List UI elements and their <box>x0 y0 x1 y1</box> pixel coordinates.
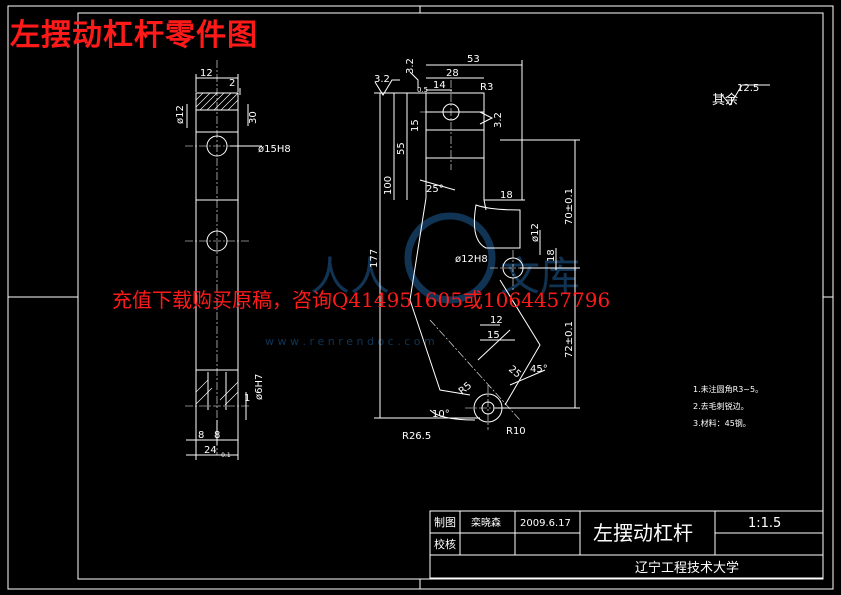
note-2: 2.去毛刺锐边。 <box>693 401 749 411</box>
dim-r05: 0.5 <box>417 86 428 94</box>
dim-r10: R10 <box>506 426 526 437</box>
dim-53: 53 <box>467 54 480 65</box>
note-3: 3.材料：45钢。 <box>693 418 751 428</box>
dim-w12: 12 <box>200 68 213 79</box>
dim-12: 12 <box>490 315 503 326</box>
svg-text:人人: 人人 <box>310 254 390 300</box>
title-block <box>429 510 824 579</box>
dim-d6h7: ø6H7 <box>254 374 265 400</box>
tb-drawn-label: 制图 <box>434 516 456 529</box>
dim-w24: 24 <box>204 445 217 456</box>
promo-banner[interactable]: 充值下载购买原稿，咨询Q414951605或1064457796 <box>112 288 611 312</box>
roughness-label: 其余 <box>712 92 738 108</box>
dim-100: 100 <box>383 176 394 195</box>
dim-177: 177 <box>369 249 380 268</box>
watermark-logo: 人人 文库 w w w . r e n r e n d o c . c o m <box>265 212 580 348</box>
front-view <box>374 60 580 423</box>
tb-drawn-name: 栾晓森 <box>471 516 501 529</box>
watermark-url: w w w . r e n r e n d o c . c o m <box>265 335 435 348</box>
dim-r5: R5 <box>457 380 474 397</box>
dim-18: 18 <box>500 190 513 201</box>
dim-70: 70±0.1 <box>564 188 575 225</box>
dim-w1: 1 <box>244 393 250 404</box>
dim-15: 15 <box>410 119 421 132</box>
side-view <box>186 74 262 460</box>
dim-angle-10: 10° <box>432 409 450 420</box>
dim-15b: 15 <box>487 330 500 341</box>
dim-w2: 2 <box>229 78 235 89</box>
tb-school: 辽宁工程技术大学 <box>635 560 739 576</box>
dim-55: 55 <box>396 142 407 155</box>
tb-date: 2009.6.17 <box>520 518 571 529</box>
dim-t30: 30 <box>248 111 259 124</box>
dim-w8b: 8 <box>214 430 220 441</box>
note-1: 1.未注圆角R3~5。 <box>693 384 763 394</box>
dim-angle-25: 25° <box>426 184 444 195</box>
tb-check-label: 校核 <box>434 537 456 551</box>
rough-3-2-c: 3.2 <box>493 112 504 128</box>
inner-border <box>77 12 824 580</box>
banner-title: 左摆动杠杆零件图 <box>10 18 258 53</box>
dim-d12h8: ø12H8 <box>455 254 488 265</box>
rough-3-2-a: 3.2 <box>374 74 390 85</box>
dim-r3: R3 <box>480 82 493 93</box>
dim-r26-5: R26.5 <box>402 431 431 442</box>
dim-d12: ø12 <box>175 105 186 124</box>
dim-18b: 18 <box>546 249 557 262</box>
dim-14: 14 <box>433 80 446 91</box>
tb-part-name: 左摆动杠杆 <box>593 521 693 545</box>
tb-scale: 1:1.5 <box>748 516 781 531</box>
dim-d15h8: ø15H8 <box>258 144 291 155</box>
dim-28: 28 <box>446 68 459 79</box>
svg-text:文库: 文库 <box>500 254 580 300</box>
dim-angle-45: 45° <box>530 364 548 375</box>
dim-d12: ø12 <box>530 223 541 242</box>
dim-72: 72±0.1 <box>564 321 575 358</box>
dim-tol: -0.1 <box>219 452 231 459</box>
dim-w8a: 8 <box>198 430 204 441</box>
rough-3-2-b: 3.2 <box>405 58 416 74</box>
roughness-value: 12.5 <box>737 83 759 94</box>
